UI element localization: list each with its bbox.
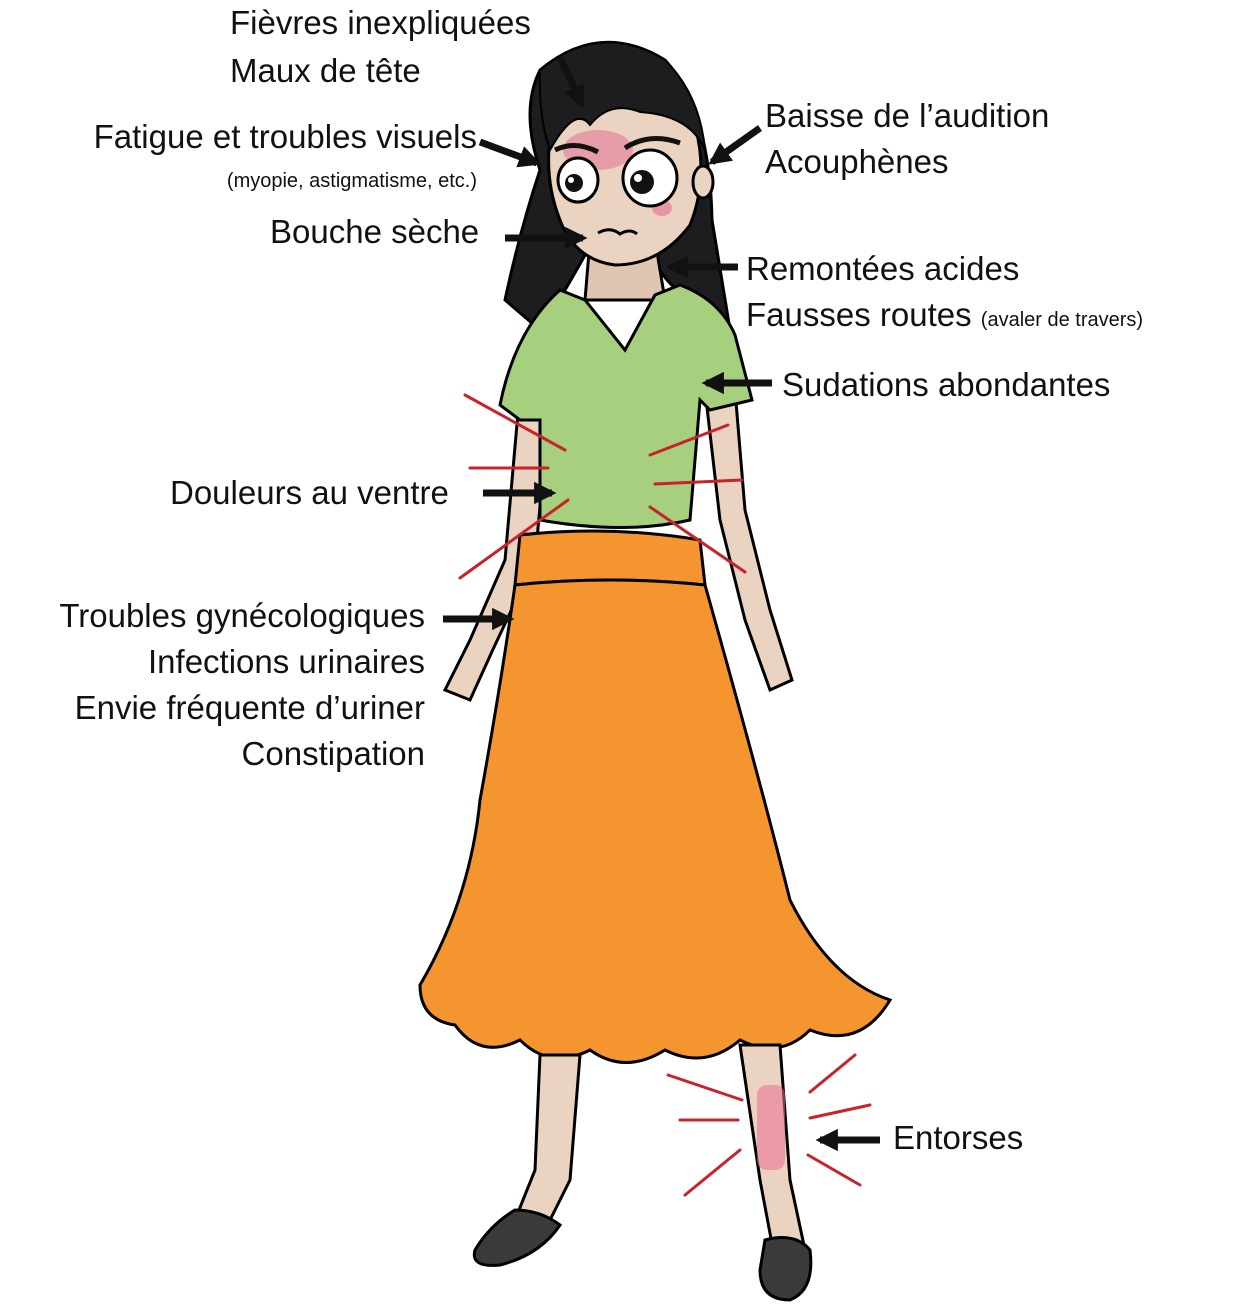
leg-left — [515, 1055, 580, 1230]
label-sudations: Sudations abondantes — [782, 366, 1110, 404]
label-remontees: Remontées acides — [746, 250, 1019, 288]
label-audition: Baisse de l’audition — [765, 97, 1049, 135]
ankle-redness — [757, 1085, 785, 1170]
label-fausses-routes-main: Fausses routes — [746, 296, 972, 333]
shoe-left — [474, 1210, 560, 1265]
arrow-icon — [480, 142, 537, 163]
label-gyneco: Troubles gynécologiques — [0, 597, 425, 635]
label-entorses: Entorses — [893, 1119, 1023, 1157]
label-fausses-routes-detail: (avaler de travers) — [981, 309, 1143, 331]
ear — [693, 166, 713, 198]
label-bouche-seche: Bouche sèche — [270, 213, 479, 251]
label-douleurs: Douleurs au ventre — [170, 474, 449, 512]
arrow-icon — [712, 128, 760, 162]
woman-figure — [420, 42, 890, 1300]
label-fievres: Fièvres inexpliquées — [230, 4, 531, 42]
shoe-right — [760, 1238, 811, 1300]
label-fausses-routes: Fausses routes (avaler de travers) — [746, 296, 1143, 339]
skirt-waistband — [515, 531, 705, 585]
label-fatigue-detail: (myopie, astigmatisme, etc.) — [40, 162, 477, 200]
label-maux-de-tete: Maux de tête — [230, 52, 421, 90]
label-infections: Infections urinaires — [0, 643, 425, 681]
label-constipation: Constipation — [0, 735, 425, 773]
label-fatigue: Fatigue et troubles visuels — [40, 118, 477, 156]
label-envie: Envie fréquente d’uriner — [0, 689, 425, 727]
label-acouphenes: Acouphènes — [765, 143, 948, 181]
